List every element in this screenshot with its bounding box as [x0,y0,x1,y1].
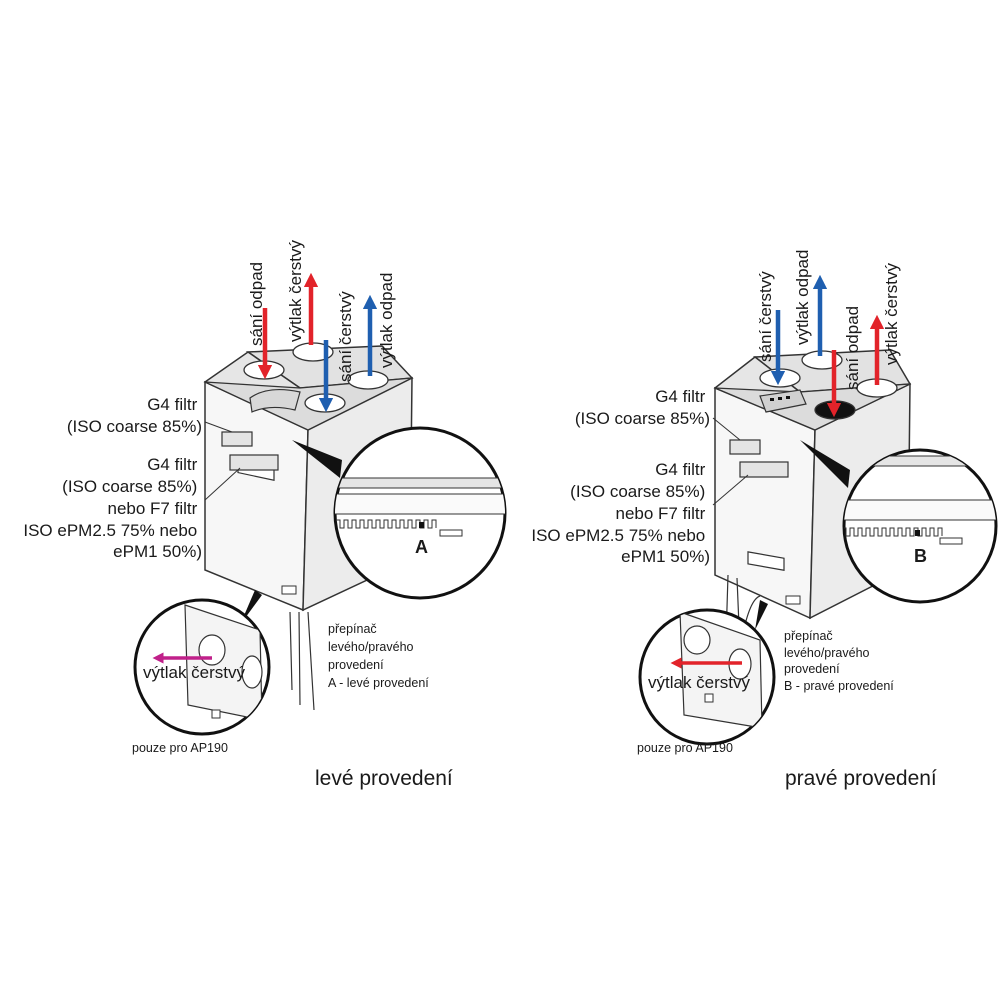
left-label-vytlak-odpad: výtlak odpad [377,273,396,368]
right-detail-letter: B [914,546,927,566]
left-label-sani-cerstvy: sání čerstvý [336,291,355,382]
left-outlet-circle: výtlak čerstvý [133,598,271,736]
left-detail-circle: A [333,426,507,600]
right-detail-circle: B [842,448,998,604]
right-outlet-circle: výtlak čerstvý [638,608,776,746]
right-filter1-leader [712,417,741,441]
right-detail-pointer [800,440,850,488]
right-note: pouze pro AP190 [637,741,733,755]
left-outlet-label: výtlak čerstvý [143,663,246,682]
left-label-vytlak-cerstvy: výtlak čerstvý [286,239,305,342]
right-label-vytlak-cerstvy: výtlak čerstvý [882,262,901,365]
right-label-sani-odpad: sání odpad [843,306,862,390]
left-note: pouze pro AP190 [132,741,228,755]
left-filter2-label: G4 filtr (ISO coarse 85%) nebo F7 filtr … [23,455,202,561]
right-outlet-label: výtlak čerstvý [648,673,751,692]
right-label-vytlak-odpad: výtlak odpad [793,250,812,345]
left-detail-letter: A [415,537,428,557]
left-filter1-label: G4 filtr (ISO coarse 85%) [67,395,202,436]
right-filter2-leader [712,474,749,506]
left-filter2-leader [204,467,241,501]
right-variant: sání čerstvý výtlak odpad sání odpad výt… [531,250,998,790]
left-caption: levé provedení [315,767,453,790]
right-filter1-label: G4 filtr (ISO coarse 85%) [575,387,710,428]
left-label-sani-odpad: sání odpad [247,262,266,346]
left-switch-label: přepínač levého/pravého provedení A - le… [328,622,429,690]
right-caption: pravé provedení [785,767,937,790]
left-detail-pointer [292,440,342,478]
right-outlet-pointer [755,600,768,630]
right-switch-label: přepínač levého/pravého provedení B - pr… [784,629,894,693]
left-variant: sání odpad výtlak čerstvý sání čerstvý v… [23,239,507,790]
right-label-sani-cerstvy: sání čerstvý [756,271,775,362]
left-filter1-leader [204,421,233,433]
right-filter2-label: G4 filtr (ISO coarse 85%) nebo F7 filtr … [531,460,710,566]
